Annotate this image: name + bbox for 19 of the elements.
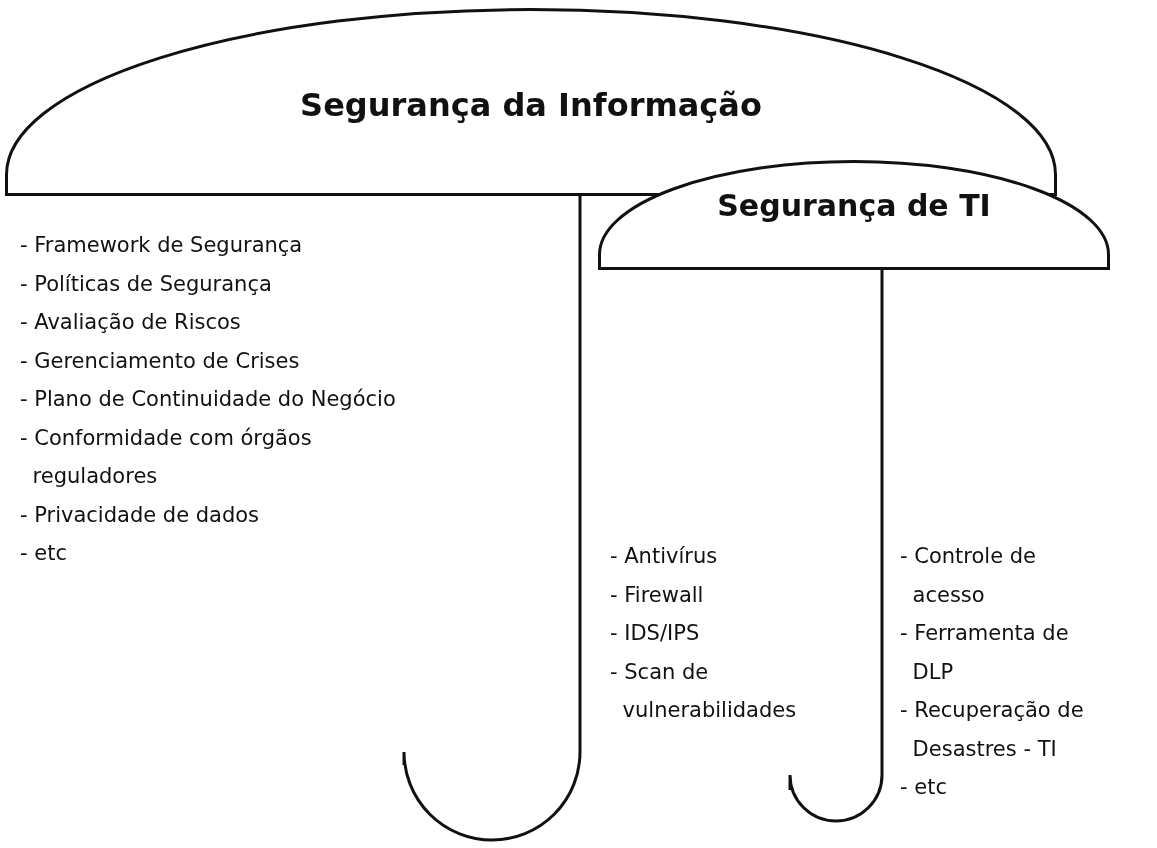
list-item: - Políticas de Segurança [20,270,273,298]
list-item: - etc [20,540,68,567]
list-item: - Framework de Segurança [20,232,304,259]
list-item: - Scan de vulnerabilidades [610,658,798,724]
umbrella-canopy [598,160,1110,270]
list-item: - Controle de acesso [900,543,1037,609]
list-item: - etc [900,774,948,801]
canopy-title: Segurança da Informação [300,86,762,124]
list-item: - Ferramenta de DLP [900,620,1070,686]
list-item: - Gerenciamento de Crises [20,347,301,375]
list-item: - Avaliação de Riscos [20,309,242,336]
list-item: - Antivírus [610,543,719,570]
list-item: - Conformidade com órgãos reguladores [20,424,313,490]
list-item: - Recuperação de Desastres - TI [900,697,1085,763]
canopy-title: Segurança de TI [717,188,991,223]
list-item: - Plano de Continuidade do Negócio [20,386,397,413]
list-item: - Privacidade de dados [20,501,261,529]
list-item: - IDS/IPS [610,620,701,647]
list-item: - Firewall [610,581,705,609]
